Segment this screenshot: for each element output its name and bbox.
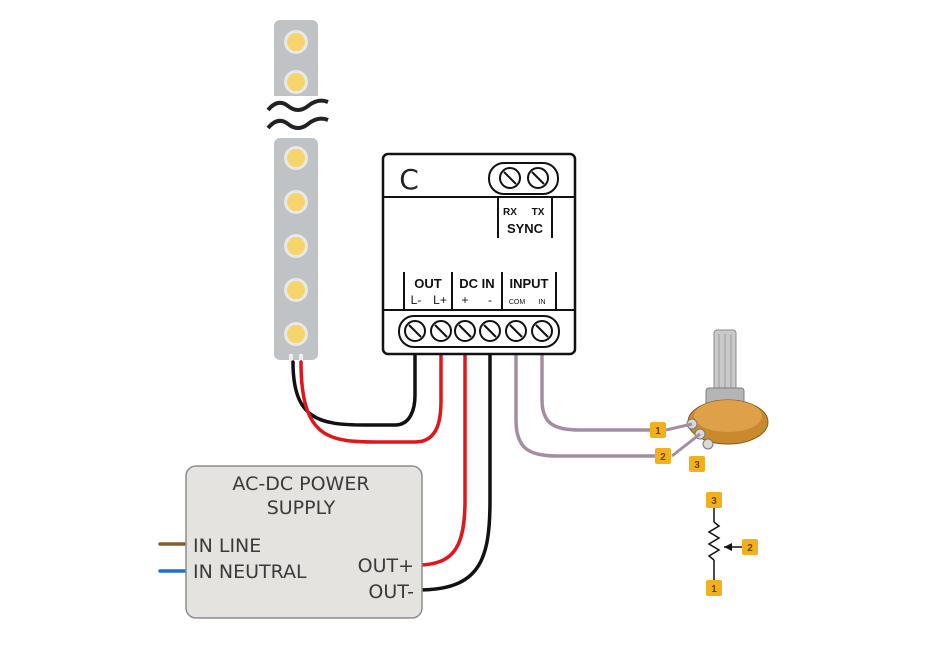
led-chip [287, 149, 305, 167]
sync-rx-label: RX [503, 207, 517, 218]
wire-input-in [540, 346, 660, 432]
pot-pin-2-label: 2 [660, 452, 666, 463]
wiper-arrow [724, 543, 732, 551]
led-chip [287, 193, 305, 211]
sync-terminal-block [488, 162, 559, 195]
schematic-pin-2-label: 2 [747, 543, 753, 554]
psu-in-neutral-label: IN NEUTRAL [193, 561, 307, 583]
led-chips [284, 30, 308, 346]
led-chip [287, 33, 305, 51]
led-chip [287, 237, 305, 255]
schematic-pin-tag-2 [742, 539, 758, 555]
psu-in-line-label: IN LINE [193, 535, 261, 557]
wire-strip-positive [299, 346, 443, 444]
pot-pin-tag-1 [650, 422, 666, 438]
power-supply: AC-DC POWER SUPPLY IN LINE IN NEUTRAL OU… [185, 465, 423, 619]
strip-break-symbol [266, 98, 329, 112]
led-chip [287, 325, 305, 343]
psu-out-minus-label: OUT- [368, 581, 414, 603]
wire-psu-negative [416, 346, 492, 592]
schematic-pin-tag-3 [706, 492, 722, 508]
led-strip [262, 20, 332, 364]
pot-pin-1-label: 1 [655, 426, 661, 437]
wire-input-com [514, 346, 662, 458]
led-chip [287, 73, 305, 91]
schematic-pin-tag-1 [706, 580, 722, 596]
sync-tx-label: TX [532, 207, 545, 218]
out-plus-label: L+ [433, 293, 447, 307]
wire-strip-negative [291, 346, 417, 427]
pot-leg-3 [702, 438, 714, 450]
resistor-zigzag [707, 521, 721, 561]
out-minus-label: L- [411, 293, 422, 307]
input-com-label: COM [509, 299, 526, 306]
input-in-label: IN [539, 299, 546, 306]
wires [158, 346, 662, 592]
dcin-plus-label: + [461, 293, 468, 307]
potentiometer: 1 2 3 [650, 329, 769, 472]
psu-out-plus-label: OUT+ [358, 555, 414, 577]
psu-title-line1: AC-DC POWER [232, 473, 369, 495]
out-section-label: OUT [414, 276, 442, 291]
potentiometer-schematic: 3 2 1 [706, 492, 758, 596]
wire-psu-positive [416, 346, 467, 567]
pot-pin-tag-3 [689, 456, 705, 472]
main-terminal-block [398, 315, 560, 348]
controller-module: C RX TX SYNC OUT L- L+ DC IN + - INPUT C… [381, 152, 577, 356]
dcin-minus-label: - [488, 293, 492, 307]
led-chip [287, 281, 305, 299]
schematic-pin-3-label: 3 [711, 496, 717, 507]
sync-label: SYNC [507, 221, 544, 236]
schematic-pin-1-label: 1 [711, 584, 717, 595]
dcin-section-label: DC IN [459, 276, 494, 291]
input-section-label: INPUT [510, 276, 549, 291]
controller-logo: C [399, 163, 419, 196]
pot-pin-tag-2 [655, 448, 671, 464]
pot-pin-3-label: 3 [694, 460, 700, 471]
psu-title-line2: SUPPLY [267, 497, 336, 519]
